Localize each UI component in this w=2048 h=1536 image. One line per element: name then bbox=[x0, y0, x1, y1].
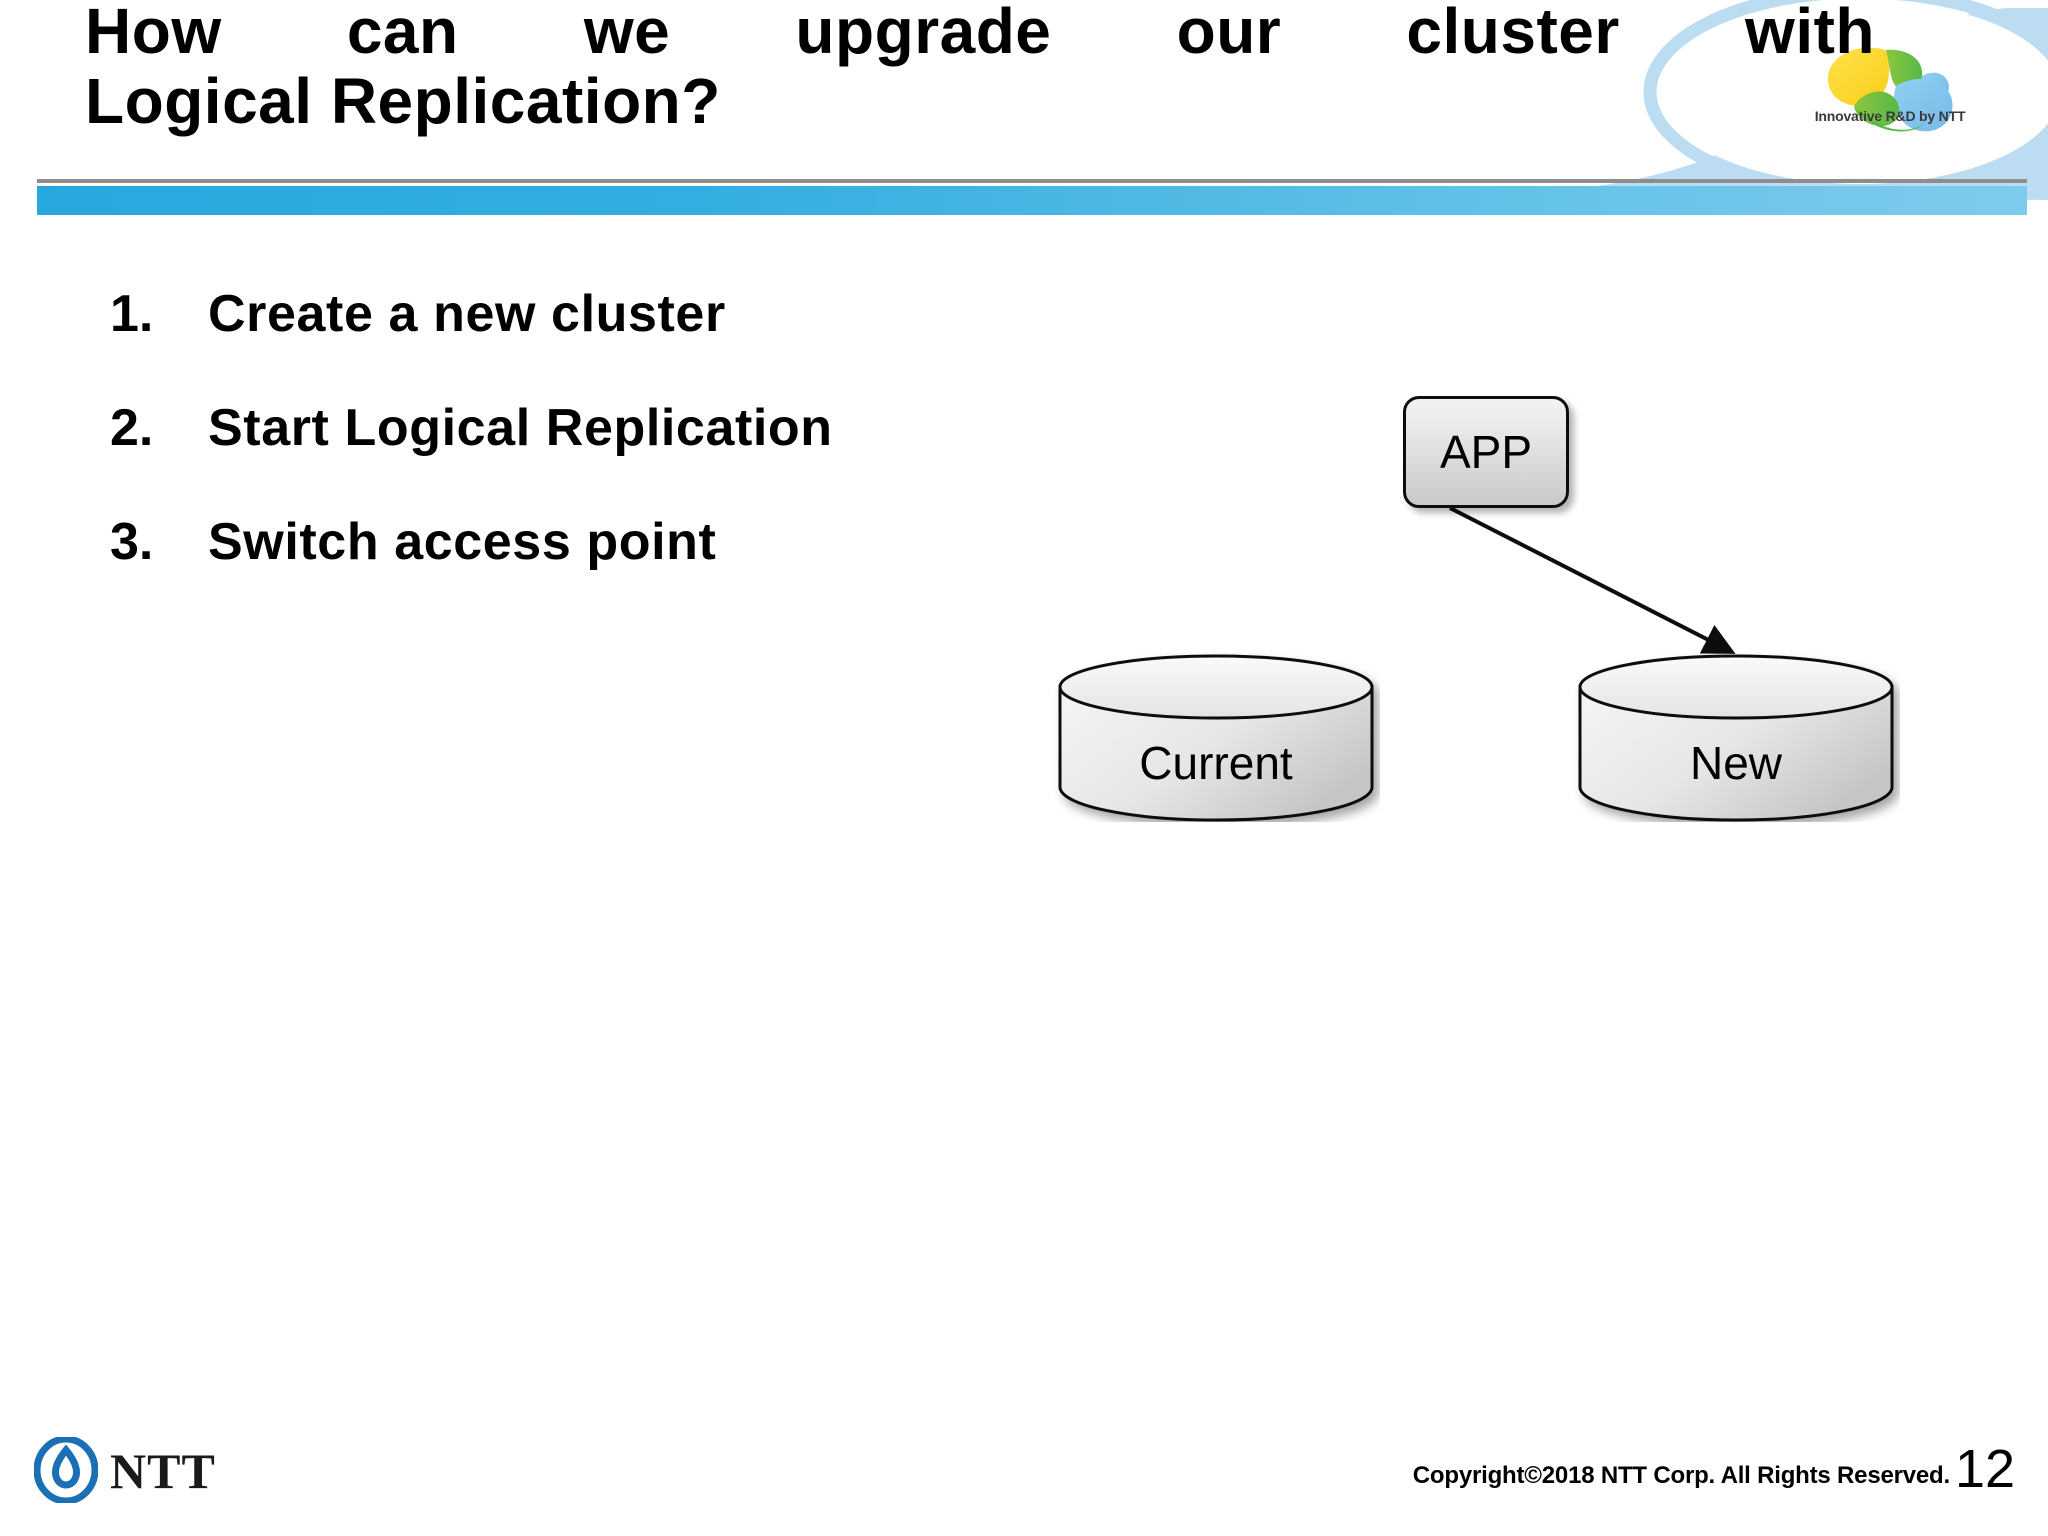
list-item-number: 1. bbox=[110, 285, 154, 343]
list-item: 2. Start Logical Replication bbox=[110, 399, 1110, 457]
list-item-label: Switch access point bbox=[208, 513, 717, 571]
app-node: APP bbox=[1403, 396, 1569, 508]
app-node-label: APP bbox=[1439, 426, 1533, 478]
page-number: 12 bbox=[1955, 1439, 2016, 1499]
slide-header: Innovative R&D by NTT How can we upgrade… bbox=[0, 0, 2048, 220]
header-accent-bar bbox=[37, 186, 2027, 215]
database-cylinder-icon bbox=[1578, 654, 1894, 822]
header-divider bbox=[37, 179, 2027, 183]
list-item-number: 3. bbox=[110, 513, 154, 571]
page-title: How can we upgrade our cluster with Logi… bbox=[85, 0, 1875, 136]
database-node-current: Current bbox=[1052, 652, 1380, 822]
ntt-circle-logo-icon bbox=[34, 1437, 98, 1503]
database-node-new: New bbox=[1572, 652, 1900, 822]
steps-list: 1. Create a new cluster 2. Start Logical… bbox=[110, 285, 1110, 627]
copyright-notice: Copyright©2018 NTT Corp. All Rights Rese… bbox=[1412, 1462, 1950, 1489]
page-title-line-2: Logical Replication? bbox=[85, 65, 721, 137]
list-item-label: Start Logical Replication bbox=[208, 399, 833, 457]
list-item: 3. Switch access point bbox=[110, 513, 1110, 571]
database-node-label: Current bbox=[1139, 737, 1293, 789]
architecture-diagram: APP bbox=[1020, 380, 1980, 860]
page-title-line-1: How can we upgrade our cluster with bbox=[85, 0, 1875, 67]
brand-tagline: Innovative R&D by NTT bbox=[1814, 108, 1966, 124]
database-node-label: New bbox=[1689, 737, 1783, 789]
list-item-label: Create a new cluster bbox=[208, 285, 726, 343]
list-item: 1. Create a new cluster bbox=[110, 285, 1110, 343]
list-item-number: 2. bbox=[110, 399, 154, 457]
footer-brand-text: NTT bbox=[110, 1443, 216, 1499]
ntt-rd-swirl-logo-icon bbox=[1827, 47, 1953, 132]
footer-brand: NTT bbox=[34, 1437, 215, 1505]
database-cylinder-icon bbox=[1058, 654, 1374, 822]
